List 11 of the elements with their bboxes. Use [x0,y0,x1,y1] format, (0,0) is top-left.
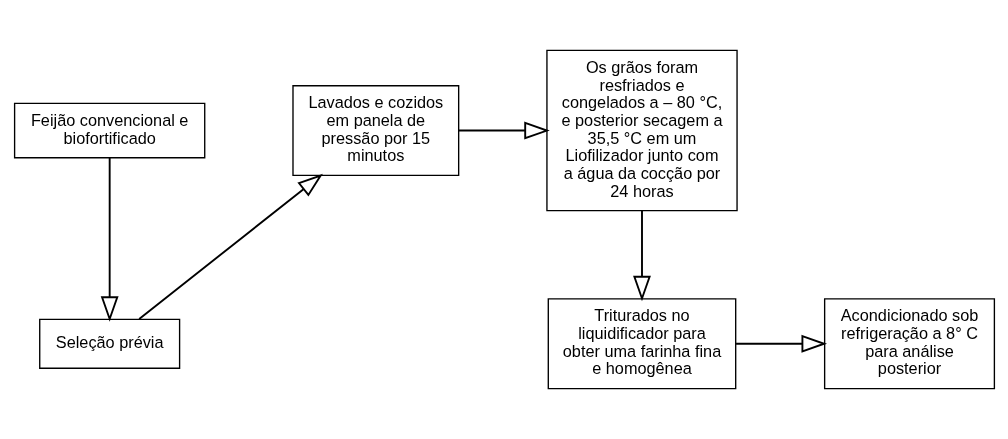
node-box: Os grãos foram resfriados e congelados a – 80 °C, e posterior secagem a 35,5 °C em um Liofilizador junto com a água da cocção por 24 horas [545,49,738,212]
arrow [457,121,550,140]
node-box: Feijão convencional e biofortificado [13,102,205,159]
node-box: Lavados e cozidos em panela de pressão por 15 minutos [291,85,459,177]
node-box: Triturados no liquidificador para obter uma farinha fina e homogênea [547,298,736,390]
arrow [734,334,827,353]
arrow [137,173,323,320]
node-box: Acondicionado sob refrigeração a 8° C para análise posterior [823,298,995,390]
arrow [100,156,119,322]
arrow [632,209,651,302]
node-box: Seleção prévia [38,318,180,369]
